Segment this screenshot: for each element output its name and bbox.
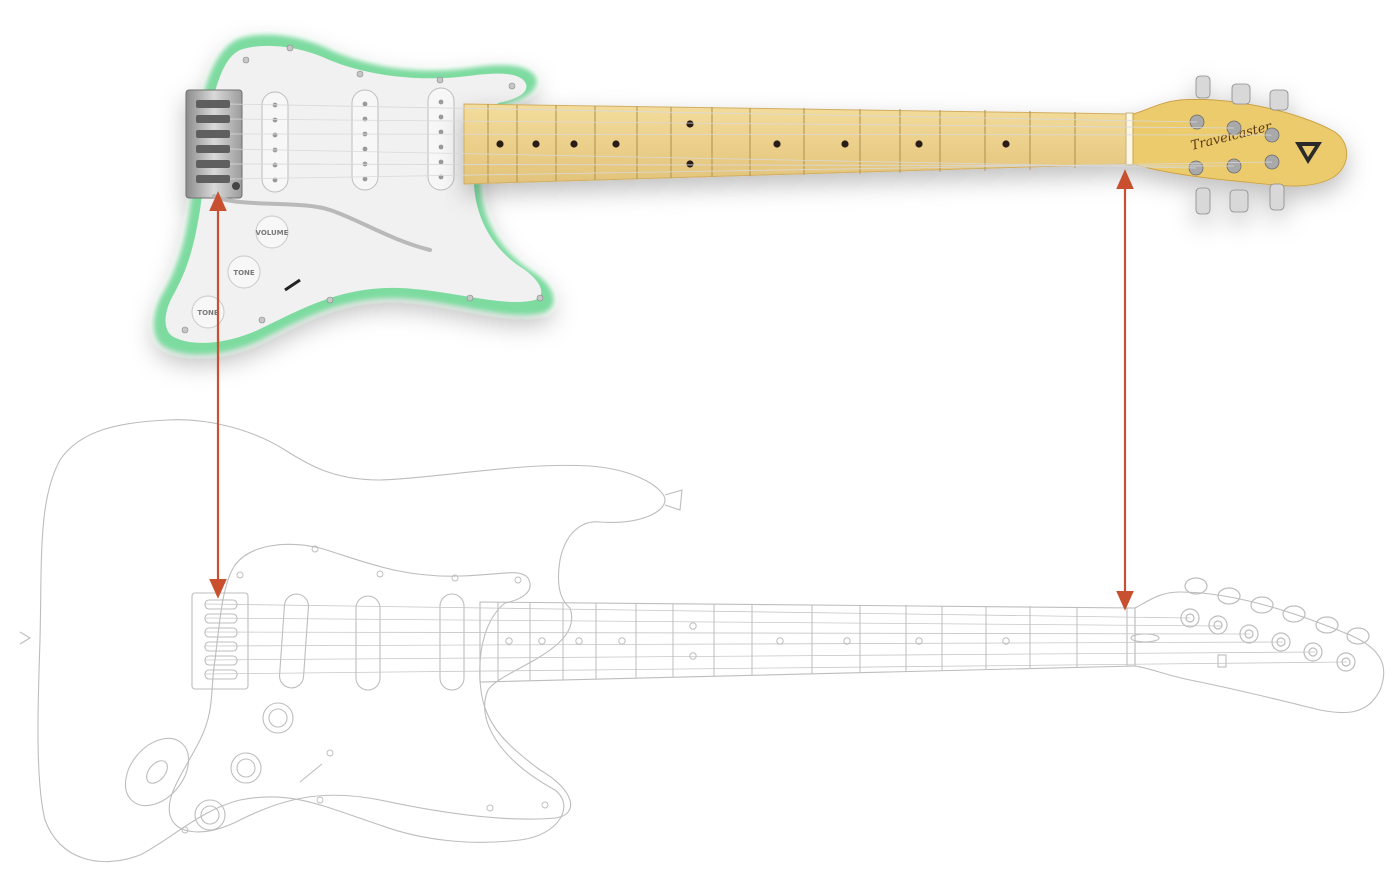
outline-fret-markers [505, 622, 1010, 660]
pickup-bridge [261, 91, 289, 193]
tremolo-arm [212, 194, 432, 252]
outline-volume-knob [262, 702, 294, 734]
travelcaster-neck: Travelcaster [463, 75, 1348, 215]
outline-tuners [1180, 577, 1370, 672]
pickup-middle [351, 89, 379, 191]
svg-text:TONE: TONE [197, 309, 219, 317]
outline-output-jack [124, 737, 190, 807]
pickguard-screws [181, 44, 544, 334]
outline-body [37, 419, 666, 863]
outline-selector-switch [299, 763, 323, 783]
svg-text:TONE: TONE [233, 269, 255, 277]
outline-pickup-bridge [279, 593, 309, 689]
tone-knob-2: TONE [191, 295, 225, 329]
outline-frets [497, 602, 1078, 682]
outline-pickguard [168, 543, 572, 833]
outline-bridge [191, 592, 249, 690]
outline-strap-button [664, 489, 683, 511]
outline-bridge-saddles [204, 599, 238, 680]
strings [229, 103, 1273, 180]
fret-markers [496, 120, 1010, 168]
outline-pickguard-screws [181, 545, 549, 834]
pickup-neck [427, 87, 455, 191]
outline-headstock [1134, 591, 1385, 714]
outline-tone-knob-1 [230, 752, 262, 784]
headstock-logo [1295, 142, 1322, 164]
outline-strings [204, 603, 1348, 675]
selector-switch [284, 278, 301, 292]
tuner-keys [1195, 75, 1289, 215]
headstock [1132, 98, 1348, 187]
bridge-saddles [196, 100, 230, 183]
volume-knob: VOLUME [255, 215, 289, 249]
alignment-arrows [209, 169, 1134, 611]
outline-endpin [19, 631, 32, 645]
outline-pickup-middle [355, 595, 381, 691]
outline-guitar [19, 419, 1385, 863]
outline-pickup-neck [439, 593, 465, 691]
outline-tone-knob-2 [194, 799, 226, 831]
tone-knob-1: TONE [227, 255, 261, 289]
travelcaster-guitar: VOLUME TONE TONE [154, 34, 554, 355]
svg-text:VOLUME: VOLUME [256, 229, 289, 237]
